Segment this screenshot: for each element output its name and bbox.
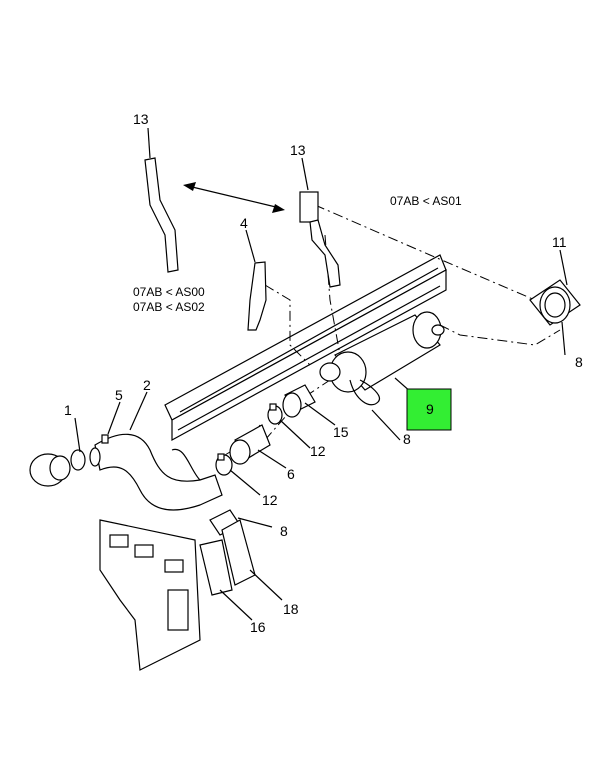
callout-12-upper: 12 bbox=[310, 443, 326, 459]
callouts: 13 13 4 11 8 9 8 15 12 6 12 8 1 5 2 18 1… bbox=[64, 111, 583, 635]
bracket-4 bbox=[247, 261, 267, 331]
note-as01: 07AB < AS01 bbox=[390, 194, 462, 208]
callout-11: 11 bbox=[552, 234, 567, 250]
frame-rail bbox=[164, 254, 447, 442]
callout-6: 6 bbox=[287, 466, 295, 482]
highlight-box bbox=[406, 388, 452, 431]
callout-9: 9 bbox=[426, 401, 434, 417]
callout-2: 2 bbox=[143, 377, 151, 393]
bracket-16 bbox=[199, 539, 233, 596]
tailpipe bbox=[529, 279, 581, 326]
callout-leaders bbox=[74, 127, 568, 621]
pipe-6 bbox=[229, 424, 271, 465]
double-arrow bbox=[183, 182, 285, 213]
callout-16: 16 bbox=[250, 619, 266, 635]
callout-4: 4 bbox=[240, 215, 248, 231]
callout-8-pipe: 8 bbox=[280, 523, 288, 539]
callout-5: 5 bbox=[115, 387, 123, 403]
callout-15: 15 bbox=[333, 424, 349, 440]
callout-8-tailpipe: 8 bbox=[575, 354, 583, 370]
pipe-15 bbox=[282, 384, 316, 418]
callout-1: 1 bbox=[64, 402, 72, 418]
callout-12-lower: 12 bbox=[262, 492, 278, 508]
clamp-12-lower bbox=[215, 453, 233, 476]
turbo-outlet bbox=[29, 434, 109, 487]
bracket-13-left bbox=[144, 157, 179, 273]
clamp-12-upper bbox=[267, 403, 283, 425]
callout-13-right: 13 bbox=[290, 142, 306, 158]
clamp-8-muffler bbox=[349, 379, 380, 406]
note-as02: 07AB < AS02 bbox=[133, 300, 205, 314]
note-as00: 07AB < AS00 bbox=[133, 285, 205, 299]
callout-8-muffler: 8 bbox=[403, 431, 411, 447]
callout-13-left: 13 bbox=[133, 111, 149, 127]
muffler bbox=[319, 311, 445, 393]
bracket-13-right bbox=[299, 191, 341, 288]
variant-notes: 07AB < AS01 07AB < AS00 07AB < AS02 bbox=[133, 194, 462, 314]
exhaust-pipe-2 bbox=[94, 433, 223, 511]
engine-block bbox=[99, 519, 201, 671]
callout-18: 18 bbox=[283, 601, 299, 617]
